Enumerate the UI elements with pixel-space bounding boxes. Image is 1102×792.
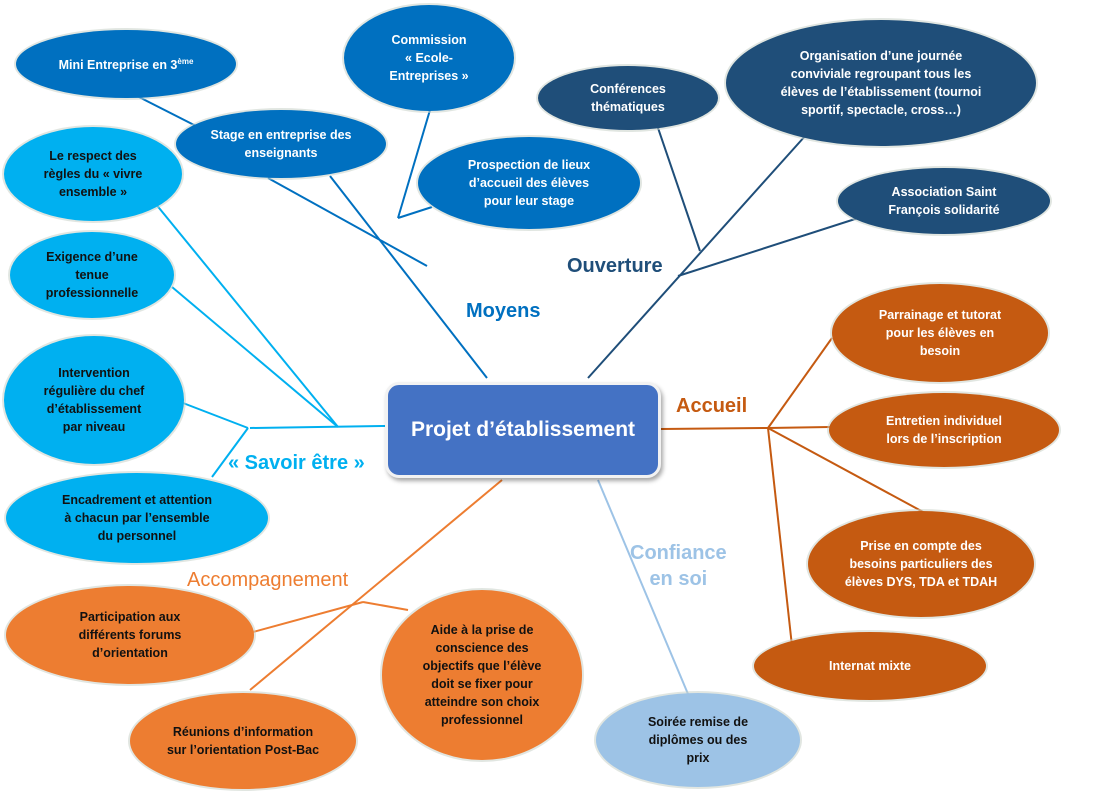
connector-soiree: [597, 479, 689, 695]
node-respect-regles[interactable]: Le respect des règles du « vivre ensembl…: [4, 127, 182, 221]
connector-internat: [767, 427, 793, 647]
branch-label-confiance: Confiance en soi: [630, 542, 727, 590]
branch-label-accompagnement: Accompagnement: [187, 569, 349, 591]
central-node[interactable]: Projet d’établissement: [385, 382, 661, 478]
node-label: Association Saint François solidarité: [888, 185, 1000, 217]
connector-mini-entreprise: [134, 94, 201, 129]
node-label: Exigence d’une tenue professionnelle: [45, 250, 139, 300]
node-label: Organisation d’une journée conviviale re…: [780, 49, 982, 117]
node-label: Prospection de lieux d’accueil des élève…: [467, 158, 591, 208]
accueil-trunk: [660, 427, 769, 430]
node-internat[interactable]: Internat mixte: [754, 632, 986, 700]
connector-encadrement: [211, 427, 249, 478]
node-label: Aide à la prise de conscience des object…: [422, 623, 542, 727]
node-prospection[interactable]: Prospection de lieux d’accueil des élève…: [418, 137, 640, 229]
node-label: Intervention régulière du chef d’établis…: [43, 366, 145, 434]
node-encadrement[interactable]: Encadrement et attention à chacun par l’…: [6, 473, 268, 563]
branch-label-moyens: Moyens: [466, 300, 541, 322]
node-entretien[interactable]: Entretien individuel lors de l’inscripti…: [829, 393, 1059, 467]
node-conferences[interactable]: Conférences thématiques: [538, 66, 718, 130]
moyens-trunk: [329, 175, 488, 379]
connector-entretien: [767, 426, 831, 429]
node-intervention-chef[interactable]: Intervention régulière du chef d’établis…: [4, 336, 184, 464]
connector-conferences: [656, 124, 701, 252]
node-soiree-remise[interactable]: Soirée remise de diplômes ou des prix: [596, 693, 800, 787]
accompagnement-trunk: [249, 479, 503, 691]
connector-commission: [397, 109, 431, 219]
node-label: Internat mixte: [829, 659, 911, 673]
branch-label-accueil: Accueil: [676, 395, 748, 417]
node-parrainage[interactable]: Parrainage et tutorat pour les élèves en…: [832, 284, 1048, 382]
connector-exigence: [171, 286, 339, 428]
node-organisation-journee[interactable]: Organisation d’une journée conviviale re…: [726, 20, 1036, 146]
node-commission[interactable]: Commission « Ecole- Entreprises »: [344, 5, 514, 111]
node-participation-forums[interactable]: Participation aux différents forums d’or…: [6, 586, 254, 684]
node-label: Participation aux différents forums d’or…: [78, 610, 182, 660]
ouverture-connectors: [587, 124, 881, 379]
ouverture-trunk: [587, 134, 807, 379]
node-label: Encadrement et attention à chacun par l’…: [61, 493, 213, 543]
savoir-trunk: [249, 425, 386, 429]
node-label: Entretien individuel lors de l’inscripti…: [886, 414, 1002, 446]
connector-participation: [252, 601, 364, 633]
node-exigence-tenue[interactable]: Exigence d’une tenue professionnelle: [10, 232, 174, 318]
branch-label-savoir-etre: « Savoir être »: [228, 452, 365, 474]
connector-parrainage: [767, 337, 833, 429]
central-label: Projet d’établissement: [410, 418, 636, 441]
node-reunions-information[interactable]: Réunions d’information sur l’orientation…: [130, 693, 356, 789]
connector-prospection: [397, 206, 433, 219]
node-label: Prise en compte des besoins particuliers…: [844, 539, 998, 589]
accueil-connectors: [660, 337, 926, 647]
node-label: Commission « Ecole- Entreprises »: [389, 33, 469, 83]
node-label: Soirée remise de diplômes ou des prix: [647, 715, 749, 765]
connector-aide: [362, 601, 409, 611]
connector-stage-enseignants: [267, 177, 428, 267]
node-aide-prise-conscience[interactable]: Aide à la prise de conscience des object…: [382, 590, 582, 760]
node-prise-en-compte[interactable]: Prise en compte des besoins particuliers…: [808, 511, 1034, 617]
node-mini-entreprise[interactable]: Mini Entreprise en 3ème: [16, 30, 236, 98]
node-stage-enseignants[interactable]: Stage en entreprise des enseignants: [176, 110, 386, 178]
connector-prise-en-compte: [767, 427, 926, 514]
node-label: Stage en entreprise des enseignants: [210, 128, 352, 160]
accompagnement-connectors: [249, 479, 503, 691]
connector-association: [677, 210, 881, 277]
node-label: Mini Entreprise en 3ème: [58, 57, 194, 73]
node-label: Réunions d’information sur l’orientation…: [166, 725, 320, 757]
connector-intervention: [182, 402, 249, 429]
node-association[interactable]: Association Saint François solidarité: [838, 168, 1050, 234]
branch-label-ouverture: Ouverture: [567, 255, 663, 277]
connector-respect: [154, 202, 339, 428]
node-label: Le respect des règles du « vivre ensembl…: [43, 149, 143, 199]
node-label: Parrainage et tutorat pour les élèves en…: [878, 308, 1002, 358]
savoir-connectors: [154, 202, 386, 478]
node-label: Conférences thématiques: [590, 82, 666, 114]
confiance-connectors: [597, 479, 689, 695]
moyens-connectors: [134, 94, 488, 379]
